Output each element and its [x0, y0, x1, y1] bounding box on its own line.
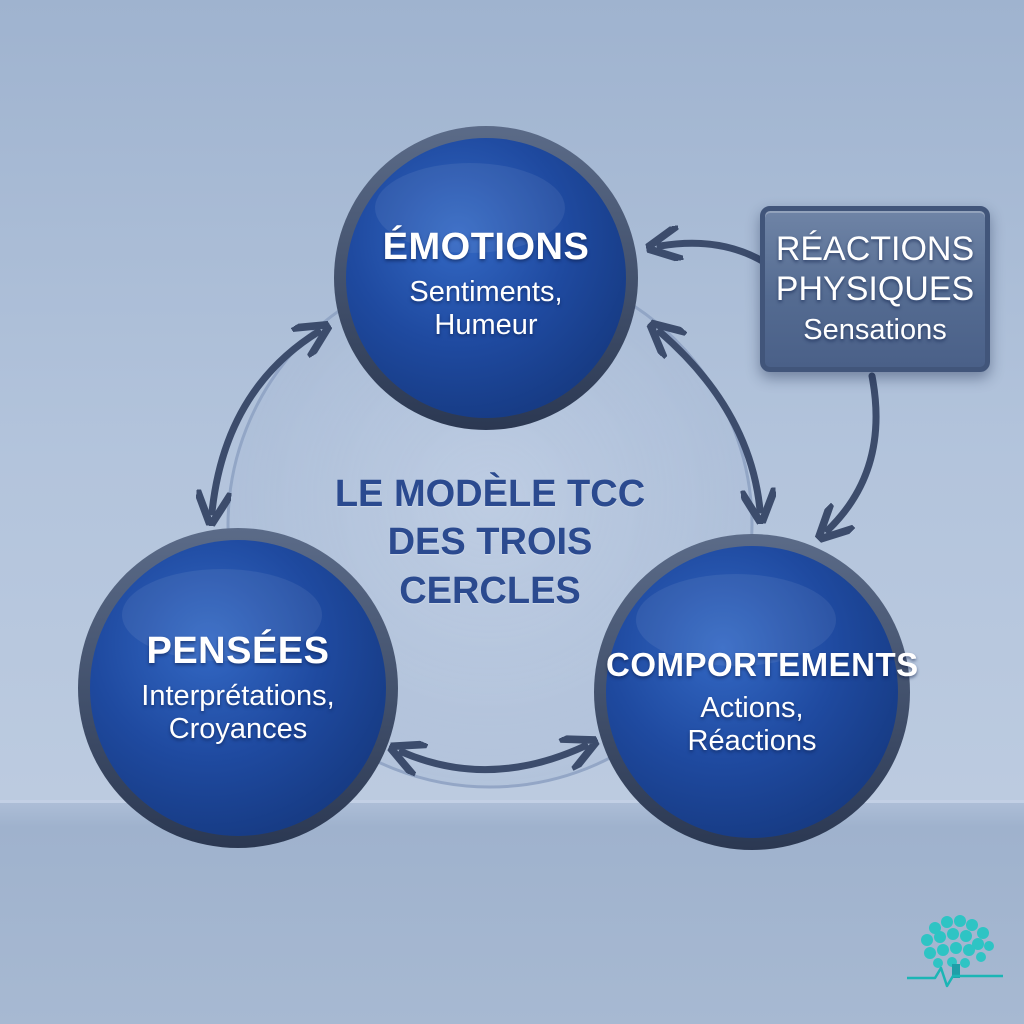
emotions-line: Humeur [434, 309, 538, 342]
reactions-title-line: RÉACTIONS [775, 230, 975, 268]
comportements-line: Réactions [687, 725, 817, 758]
comportements-label: COMPORTEMENTS Actions, Réactions [606, 646, 919, 759]
arrow-pensees-comportements [402, 746, 585, 770]
emotions-title: ÉMOTIONS [382, 226, 590, 268]
circle-pensees [78, 528, 398, 848]
arrow-reactions-to-emotions [660, 243, 768, 266]
center-title-line: DES TROIS [387, 521, 593, 564]
emotions-line: Sentiments, [409, 275, 563, 308]
floor [0, 800, 1024, 1024]
brain-tree-icon [907, 915, 1003, 988]
pensees-label: PENSÉES Interprétations, Croyances [98, 630, 378, 746]
comportements-line: Actions, [700, 691, 804, 724]
center-title-line: CERCLES [399, 569, 581, 612]
pensees-title: PENSÉES [146, 630, 330, 672]
arrow-emotions-pensees [212, 332, 318, 512]
center-title: LE MODÈLE TCC DES TROIS CERCLES [300, 470, 680, 615]
circle-emotions [334, 126, 638, 430]
reactions-title-line: PHYSIQUES [775, 270, 975, 309]
arrow-emotions-comportements [660, 332, 760, 510]
pensees-line: Interprétations, [141, 679, 335, 712]
center-title-line: LE MODÈLE TCC [334, 473, 646, 515]
arrow-reactions-to-comportements [828, 372, 880, 530]
reactions-sub: Sensations [803, 314, 947, 347]
circle-comportements [594, 534, 910, 850]
emotions-label: ÉMOTIONS Sentiments, Humeur [346, 226, 626, 342]
reactions-physiques-box: RÉACTIONS PHYSIQUES Sensations [760, 206, 990, 372]
floor-edge [0, 800, 1024, 803]
pensees-line: Croyances [168, 713, 308, 746]
comportements-title: COMPORTEMENTS [606, 646, 919, 683]
